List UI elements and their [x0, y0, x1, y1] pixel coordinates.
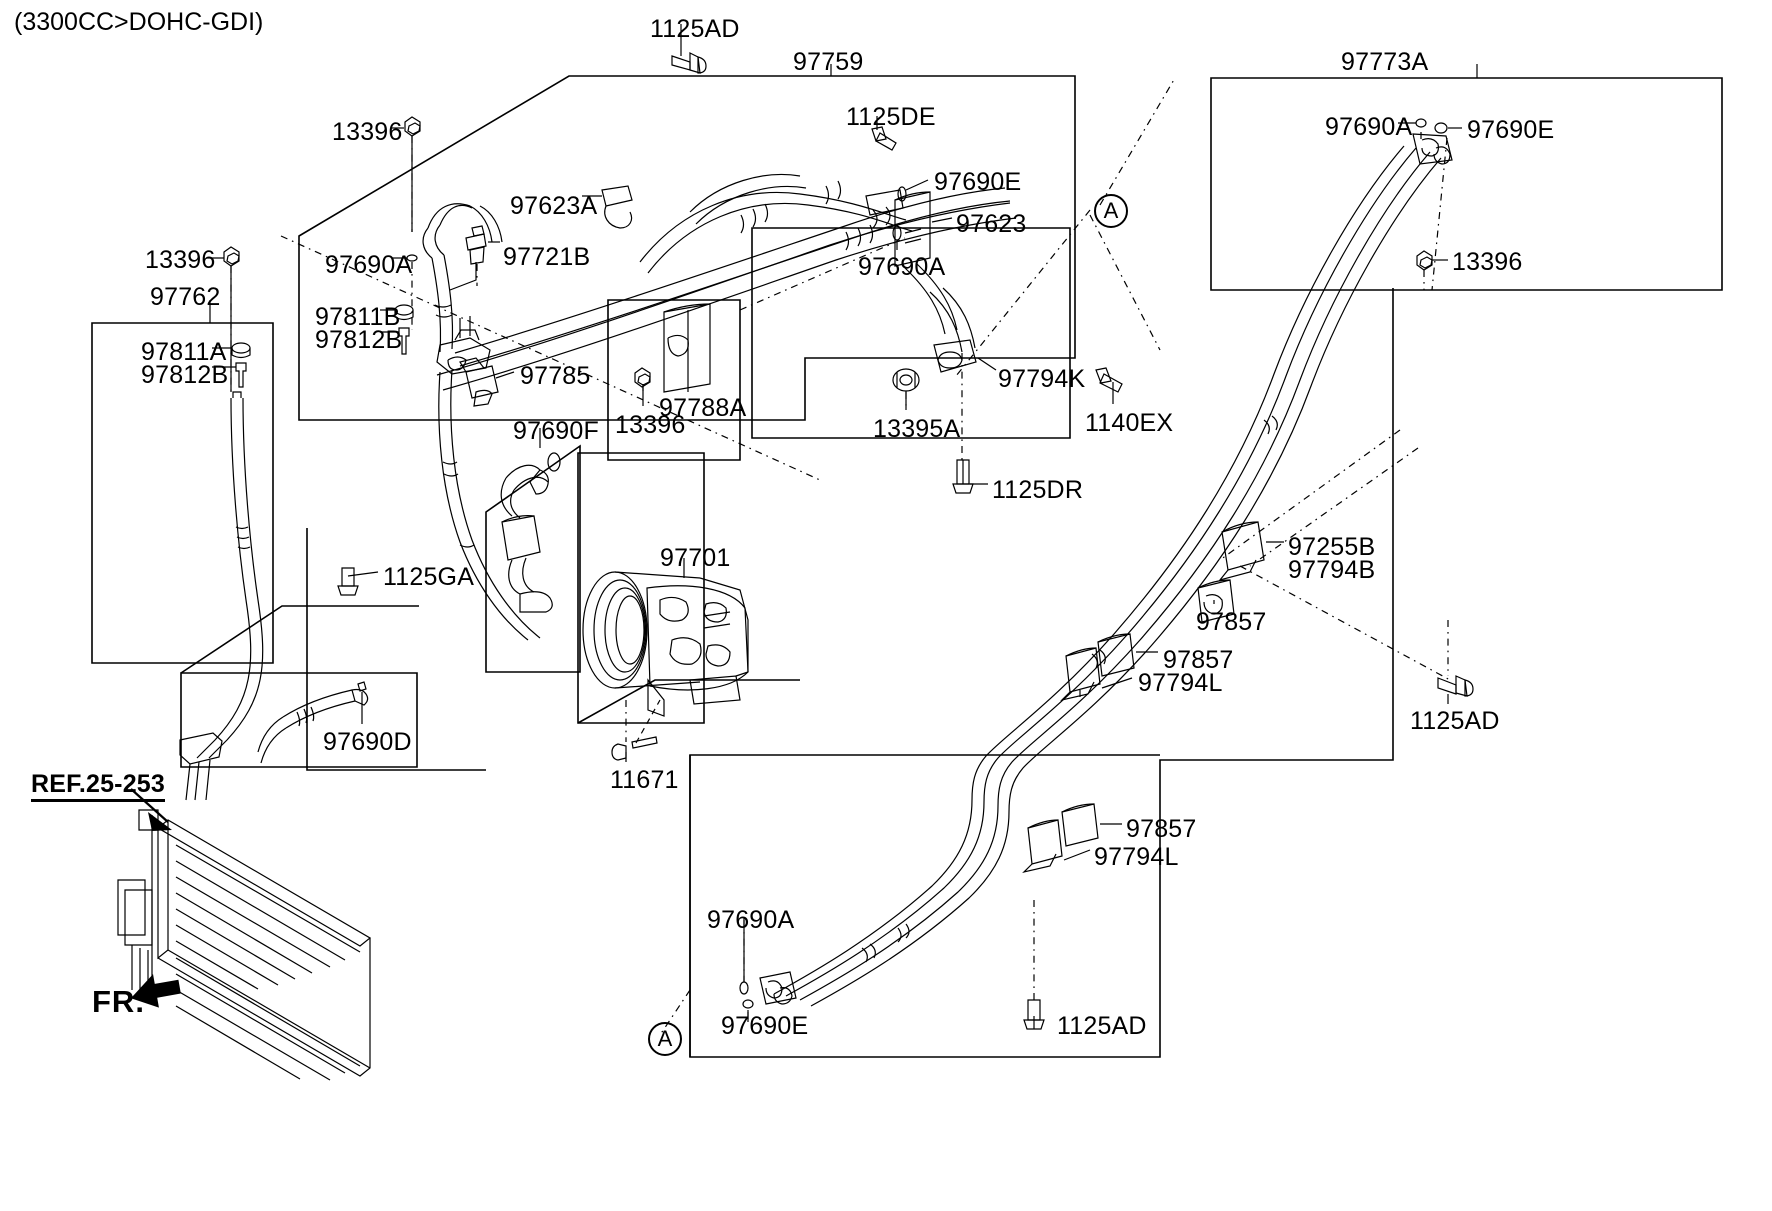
part-label[interactable]: 97701	[660, 544, 731, 572]
part-label[interactable]: 11671	[610, 766, 679, 794]
part-label[interactable]: 97788A	[659, 394, 747, 422]
callout-marker-a-top: A	[1094, 194, 1128, 228]
part-label[interactable]: 1125GA	[383, 563, 475, 591]
part-label[interactable]: 13396	[145, 246, 216, 274]
part-label[interactable]: 1125DR	[992, 476, 1084, 504]
callout-marker-a-bottom: A	[648, 1022, 682, 1056]
part-label[interactable]: 97721B	[503, 243, 591, 271]
part-label[interactable]: 1125AD	[650, 15, 740, 43]
part-label[interactable]: 13395A	[873, 415, 961, 443]
part-label[interactable]: 13396	[332, 118, 403, 146]
part-label[interactable]: 97690E	[1467, 116, 1555, 144]
part-label[interactable]: 97794K	[998, 365, 1086, 393]
part-label[interactable]: 1140EX	[1085, 409, 1174, 437]
part-label[interactable]: 97690F	[513, 417, 599, 445]
part-label[interactable]: 97794B	[1288, 556, 1376, 584]
part-label[interactable]: 97812B	[141, 361, 229, 389]
part-label[interactable]: 97811B	[315, 303, 401, 331]
reference-label[interactable]: REF.25-253	[31, 772, 166, 802]
part-label[interactable]: 97785	[520, 362, 591, 390]
part-label[interactable]: 97690A	[1325, 113, 1413, 141]
part-label[interactable]: 97762	[150, 283, 221, 311]
front-direction-label: FR.	[92, 984, 145, 1019]
part-label[interactable]: 97811A	[141, 338, 227, 366]
part-label[interactable]: 1125AD	[1410, 707, 1500, 735]
part-label[interactable]: 97690D	[323, 728, 412, 756]
part-label[interactable]: 97759	[793, 48, 864, 76]
part-label[interactable]: 97255B	[1288, 533, 1376, 561]
part-label[interactable]: 97623	[956, 210, 1027, 238]
part-label[interactable]: 13396	[615, 411, 686, 439]
part-label[interactable]: 97812B	[315, 326, 403, 354]
part-label[interactable]: 97857	[1163, 646, 1234, 674]
part-label[interactable]: 1125DE	[846, 103, 936, 131]
diagram-title: (3300CC>DOHC-GDI)	[14, 8, 264, 36]
part-label[interactable]: 1125AD	[1057, 1012, 1147, 1040]
part-label[interactable]: 97690A	[858, 253, 946, 281]
part-label[interactable]: 97690E	[934, 168, 1022, 196]
part-label[interactable]: 13396	[1452, 248, 1523, 276]
part-label[interactable]: 97857	[1126, 815, 1197, 843]
part-label[interactable]: 97857	[1196, 608, 1267, 636]
part-label[interactable]: 97794L	[1138, 669, 1223, 697]
part-label[interactable]: 97794L	[1094, 843, 1179, 871]
part-label[interactable]: 97773A	[1341, 48, 1429, 76]
part-label[interactable]: 97623A	[510, 192, 598, 220]
part-label[interactable]: 97690E	[721, 1012, 809, 1040]
part-label[interactable]: 97690A	[707, 906, 795, 934]
part-label[interactable]: 97690A	[325, 251, 413, 279]
front-direction-arrow-icon	[130, 974, 181, 1008]
